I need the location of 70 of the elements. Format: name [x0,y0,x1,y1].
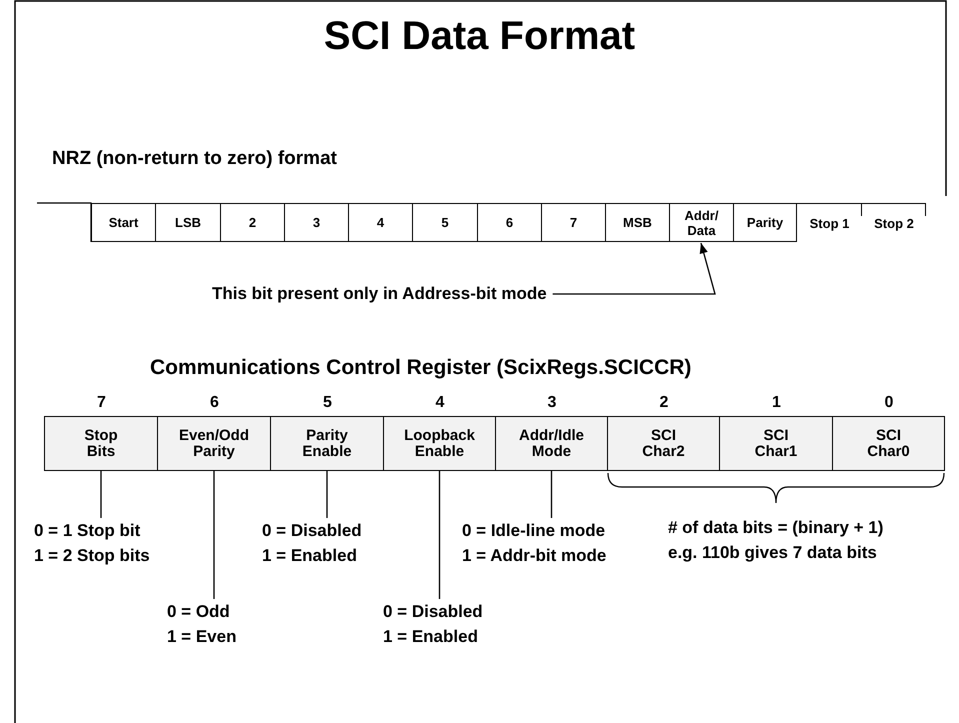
slide-title: SCI Data Format [322,14,636,59]
leader-line [550,471,552,518]
field-name: Addr/Idle Mode [518,428,585,460]
field-name: Parity Enable [301,428,353,460]
register-field-cell [44,416,158,471]
note-text: This bit present only in Address-bit mode [212,284,547,304]
bit-label: 6 [506,215,514,230]
bit-number: 1 [771,394,782,412]
data-bits-note: # of data bits = (binary + 1) [668,518,884,538]
bit-cell [412,203,477,242]
field-name: SCI Char0 [866,428,911,460]
value-line: 1 = Enabled [262,545,358,567]
register-heading: Communications Control Register (ScixRegs.SCICCR) [150,356,692,380]
bit-number: 0 [884,394,894,412]
bit-cell [348,203,412,242]
bit-number: 7 [96,394,107,412]
bit-label: Addr/ Data [684,208,720,238]
bit-cell [733,203,797,242]
section-heading: NRZ (non-return to zero) format [52,148,337,170]
value-line: 1 = 2 Stop bits [34,545,150,567]
register-field-cell [383,416,496,471]
bit-number: 6 [209,394,220,412]
bit-number: 3 [546,394,558,412]
register-field-cell [270,416,384,471]
bit-cell [669,203,733,242]
field-name: Even/Odd Parity [178,428,250,460]
value-line: 1 = Even [167,626,236,648]
leader-line [326,471,328,518]
bit-label: MSB [623,215,652,230]
register-field-cell [832,416,945,471]
register-field-cell [719,416,833,471]
field-name: SCI Char1 [754,428,798,460]
bit-cell [220,203,284,242]
value-line: 0 = Disabled [383,601,483,623]
value-line: 0 = 1 Stop bit [34,520,142,542]
field-name: Loopback Enable [403,428,476,460]
bit-label: 5 [441,215,449,230]
field-name: SCI Char2 [641,428,686,460]
bit-label: Parity [746,215,784,230]
value-line: 0 = Idle-line mode [462,520,606,542]
bit-cell [605,203,669,242]
bit-label: Stop 2 [874,216,914,230]
leader-line [100,471,102,518]
leader-line [438,471,440,599]
bit-cell [91,203,155,242]
bit-label: 2 [248,215,256,230]
arrow [552,242,716,295]
value-line: 0 = Odd [167,601,231,623]
bit-cell [284,203,348,242]
value-line: 0 = Disabled [262,520,362,542]
bit-cell [155,203,220,242]
bit-cell [541,203,605,242]
bit-label: Stop 1 [810,216,850,230]
field-name: Stop Bits [83,428,119,460]
bit-label: 4 [376,215,384,230]
bit-cell [477,203,541,242]
data-bits-example: e.g. 110b gives 7 data bits [668,543,877,563]
bit-label: Start [108,215,138,230]
register-field-cell [495,416,608,471]
bit-label: 3 [312,215,320,230]
bit-number: 4 [434,394,446,412]
register-field-cell [157,416,271,471]
bit-label: 7 [570,215,578,230]
register-field-cell [607,416,720,471]
bit-number: 5 [322,394,333,412]
bit-label: LSB [175,215,201,230]
bit-number: 2 [658,394,670,412]
value-line: 1 = Enabled [383,626,479,648]
value-line: 1 = Addr-bit mode [462,545,606,567]
leader-line [213,471,215,599]
